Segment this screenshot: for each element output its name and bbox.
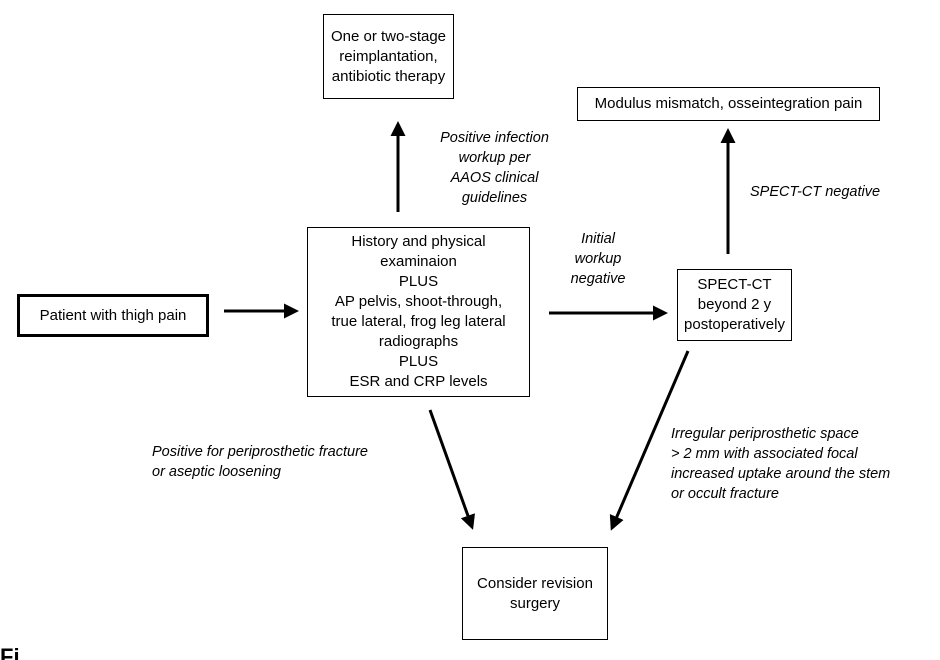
node-line: postoperatively xyxy=(684,316,785,333)
label-line: Positive for periprosthetic fracture xyxy=(152,444,368,460)
label-line: Initial xyxy=(581,231,615,247)
label-line: Irregular periprosthetic space xyxy=(671,426,859,442)
label-line: Positive infection xyxy=(440,130,549,146)
node-modulus-mismatch: Modulus mismatch, osseintegration pain xyxy=(577,87,880,121)
node-spect-ct: SPECT-CT beyond 2 y postoperatively xyxy=(677,269,792,341)
node-line: examinaion xyxy=(380,253,457,270)
node-line: History and physical xyxy=(351,233,486,250)
node-line: reimplantation, xyxy=(339,47,438,65)
node-line: true lateral, frog leg lateral xyxy=(331,313,506,330)
label-line: or occult fracture xyxy=(671,486,779,502)
node-line: AP pelvis, shoot-through, xyxy=(334,293,503,310)
node-line: beyond 2 y xyxy=(697,296,772,313)
label-line: SPECT-CT negative xyxy=(750,184,881,200)
label-positive-infection: Positive infection workup per AAOS clini… xyxy=(422,128,567,208)
label-spect-negative: SPECT-CT negative xyxy=(750,182,880,202)
node-line: PLUS xyxy=(398,353,439,370)
node-line: PLUS xyxy=(398,273,439,290)
node-patient: Patient with thigh pain xyxy=(17,294,209,337)
label-line: workup xyxy=(574,251,622,267)
label-line: or aseptic loosening xyxy=(152,464,281,480)
node-line: antibiotic therapy xyxy=(331,67,446,85)
node-line: Consider revision xyxy=(477,574,593,592)
label-line: AAOS clinical xyxy=(450,170,539,186)
node-line: surgery xyxy=(509,594,561,612)
label-line: guidelines xyxy=(461,190,528,206)
label-line: workup per xyxy=(458,150,531,166)
node-line: SPECT-CT xyxy=(697,276,772,293)
node-reimplantation: One or two-stage reimplantation, antibio… xyxy=(323,14,454,99)
node-line: One or two-stage xyxy=(330,27,447,45)
label-irregular-space: Irregular periprosthetic space > 2 mm wi… xyxy=(671,424,890,504)
node-history: History and physical examinaion PLUS AP … xyxy=(307,227,530,397)
node-revision-surgery: Consider revision surgery xyxy=(462,547,608,640)
node-line: ESR and CRP levels xyxy=(349,373,488,390)
figure-caption-fragment: Fi xyxy=(0,644,20,660)
node-line: radiographs xyxy=(378,333,459,350)
label-periprosthetic-fracture: Positive for periprosthetic fracture or … xyxy=(152,442,368,482)
label-initial-workup-negative: Initial workup negative xyxy=(556,229,640,289)
node-line: Modulus mismatch, osseintegration pain xyxy=(594,95,863,112)
label-line: negative xyxy=(570,271,626,287)
node-line: Patient with thigh pain xyxy=(39,306,187,324)
arrow-spect-to-revision xyxy=(609,350,690,531)
arrow-history-to-revision xyxy=(428,409,476,530)
label-line: increased uptake around the stem xyxy=(671,466,891,482)
label-line: > 2 mm with associated focal xyxy=(671,446,858,462)
